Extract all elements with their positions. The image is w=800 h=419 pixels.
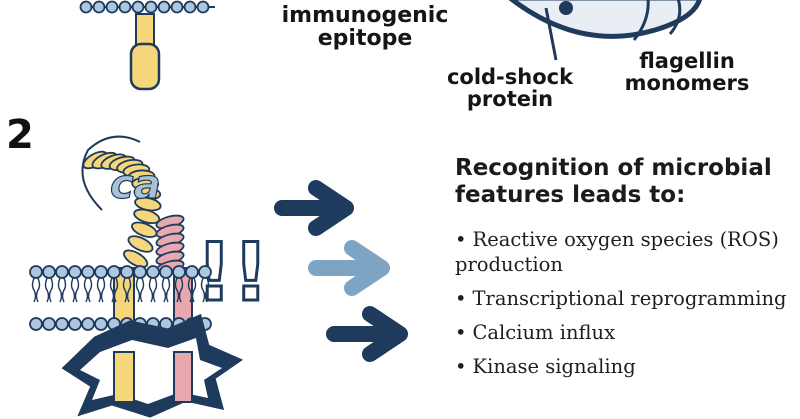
membrane-head bbox=[144, 0, 158, 14]
membrane-head bbox=[105, 0, 119, 14]
lipid-tail bbox=[83, 277, 89, 303]
membrane-head bbox=[107, 265, 121, 279]
lipid-tail bbox=[44, 277, 50, 303]
receptor-coil-turn bbox=[123, 249, 149, 268]
outcome-item: •Reactive oxygen species (ROS) productio… bbox=[455, 228, 800, 278]
lipid-tail bbox=[187, 277, 193, 303]
membrane-head bbox=[159, 265, 173, 279]
bullet-3: • bbox=[455, 354, 467, 378]
lipid-tail bbox=[87, 277, 93, 303]
membrane-head bbox=[92, 0, 106, 14]
membrane-head bbox=[196, 0, 210, 14]
outcome-item: •Transcriptional reprogramming bbox=[455, 287, 800, 312]
lipid-tail bbox=[70, 277, 76, 303]
membrane-head bbox=[55, 265, 69, 279]
lipid-tail bbox=[100, 277, 106, 303]
lipid-tail bbox=[74, 277, 80, 303]
membrane-head bbox=[79, 0, 93, 14]
outcome-text: Calcium influx bbox=[472, 320, 616, 344]
ligand-glyph: ca bbox=[110, 162, 161, 208]
membrane-head bbox=[118, 0, 132, 14]
label-cold-shock-protein: cold-shock protein bbox=[446, 65, 574, 112]
membrane-head bbox=[42, 265, 56, 279]
lipid-tail bbox=[139, 277, 145, 303]
bacterium-fragment bbox=[508, 0, 702, 61]
membrane-head bbox=[68, 265, 82, 279]
lipid-tail bbox=[48, 277, 54, 303]
lipid-tail bbox=[126, 277, 132, 303]
outcomes-list: •Reactive oxygen species (ROS) productio… bbox=[455, 228, 800, 389]
pattern-receptor-illustration: ca !! bbox=[29, 135, 270, 418]
bullet-1: • bbox=[455, 286, 467, 310]
membrane-head bbox=[185, 265, 199, 279]
lipid-tail bbox=[113, 277, 119, 303]
lipid-tail bbox=[31, 277, 37, 303]
lipid-tail bbox=[109, 277, 115, 303]
lipid-tail bbox=[200, 277, 206, 303]
bullet-2: • bbox=[455, 320, 467, 344]
lipid-tail bbox=[148, 277, 154, 303]
lipid-tail bbox=[204, 277, 210, 303]
top-receptor bbox=[79, 0, 215, 91]
membrane-head bbox=[120, 265, 134, 279]
membrane-head bbox=[131, 0, 145, 14]
membrane-head bbox=[81, 317, 95, 331]
lipid-tail bbox=[191, 277, 197, 303]
step-number: 2 bbox=[6, 112, 34, 158]
lipid-tail bbox=[35, 277, 41, 303]
bullet-0: • bbox=[455, 228, 467, 251]
lipid-tail bbox=[135, 277, 141, 303]
membrane-head bbox=[68, 317, 82, 331]
receptor-coil-turn bbox=[127, 235, 154, 253]
arrow-navy-top bbox=[274, 180, 354, 236]
membrane-head bbox=[133, 265, 147, 279]
arrows bbox=[274, 180, 408, 362]
lipid-tail bbox=[96, 277, 102, 303]
membrane-head bbox=[170, 0, 184, 14]
top-receptor-body bbox=[129, 42, 161, 91]
membrane-head bbox=[172, 265, 186, 279]
outcome-text: Transcriptional reprogramming bbox=[472, 286, 787, 310]
membrane-head bbox=[29, 317, 43, 331]
membrane-head bbox=[146, 265, 160, 279]
membrane-head bbox=[94, 265, 108, 279]
outcome-text: Reactive oxygen species (ROS) production bbox=[455, 228, 779, 276]
lipid-tail bbox=[161, 277, 167, 303]
outcomes-heading: Recognition of microbial features leads … bbox=[455, 155, 772, 209]
top-receptor-stalk bbox=[135, 13, 155, 47]
outcome-text: Kinase signaling bbox=[472, 354, 636, 378]
membrane-head bbox=[42, 317, 56, 331]
outcome-item: •Calcium influx bbox=[455, 321, 800, 346]
membrane-head bbox=[81, 265, 95, 279]
label-flagellin-monomers: flagellin monomers bbox=[624, 49, 750, 96]
membrane-head bbox=[29, 265, 43, 279]
membrane-head bbox=[157, 0, 171, 14]
membrane-heads-top bbox=[79, 0, 210, 14]
lipid-tail bbox=[57, 277, 63, 303]
alarm-glyph: !! bbox=[196, 226, 269, 319]
lipid-tail bbox=[61, 277, 67, 303]
outcome-item: •Kinase signaling bbox=[455, 355, 800, 380]
membrane-head bbox=[198, 265, 212, 279]
lipid-tail bbox=[122, 277, 128, 303]
lipid-tail bbox=[178, 277, 184, 303]
arrow-lightblue bbox=[308, 240, 390, 296]
membrane-head bbox=[94, 317, 108, 331]
label-immunogenic-epitope: immunogenic epitope bbox=[281, 3, 449, 52]
arrow-navy-bottom bbox=[326, 306, 408, 362]
membrane-head bbox=[183, 0, 197, 14]
lipid-tail bbox=[174, 277, 180, 303]
lipid-tail bbox=[152, 277, 158, 303]
membrane-head bbox=[55, 317, 69, 331]
lipid-tail bbox=[165, 277, 171, 303]
